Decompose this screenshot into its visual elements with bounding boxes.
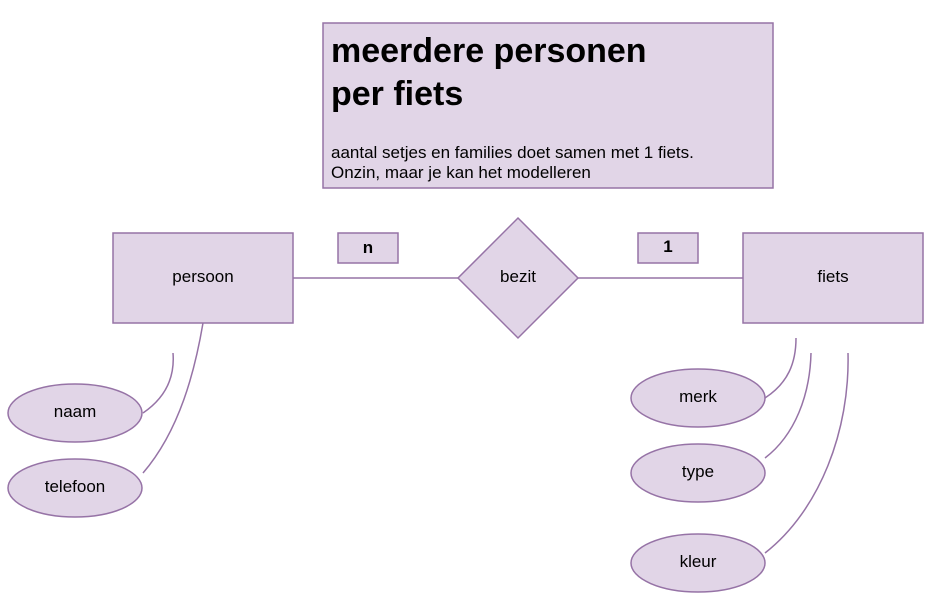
entity-persoon-label: persoon — [172, 267, 233, 286]
attribute-naam-label: naam — [54, 402, 97, 421]
attribute-type-label: type — [682, 462, 714, 481]
note-title-line-2: per fiets — [331, 75, 463, 113]
attribute-merk[interactable]: merk — [630, 368, 766, 428]
cardinality-left[interactable]: n — [337, 232, 399, 264]
relationship-bezit[interactable]: bezit — [456, 216, 580, 340]
note-body-line-1: aantal setjes en families doet samen met… — [331, 143, 694, 162]
attribute-naam[interactable]: naam — [7, 383, 143, 443]
attribute-merk-label: merk — [679, 387, 717, 406]
attribute-telefoon-label: telefoon — [45, 477, 106, 496]
relationship-bezit-shape — [456, 216, 580, 340]
note-box: meerdere personen per fiets aantal setje… — [322, 22, 774, 189]
attribute-naam-shape — [7, 383, 143, 443]
entity-fiets[interactable]: fiets — [742, 232, 924, 324]
edge-fiets-type — [764, 352, 812, 459]
entity-fiets-shape — [742, 232, 924, 324]
cardinality-right[interactable]: 1 — [637, 232, 699, 264]
note-title-line-1: meerdere personen — [331, 32, 647, 70]
attribute-kleur[interactable]: kleur — [630, 533, 766, 593]
attribute-kleur-shape — [630, 533, 766, 593]
edge-fiets-kleur — [764, 352, 849, 554]
entity-persoon-shape — [112, 232, 294, 324]
attribute-type-shape — [630, 443, 766, 503]
edge-fiets-merk — [764, 337, 797, 399]
note-box-shape — [322, 22, 774, 189]
attribute-merk-shape — [630, 368, 766, 428]
cardinality-right-box — [637, 232, 699, 264]
entity-persoon[interactable]: persoon — [112, 232, 294, 324]
edge-persoon-naam — [142, 352, 174, 414]
note-body-line-2: Onzin, maar je kan het modelleren — [331, 163, 591, 182]
entity-fiets-label: fiets — [817, 267, 848, 286]
attribute-telefoon-shape — [7, 458, 143, 518]
cardinality-left-label: n — [363, 238, 373, 257]
cardinality-left-box — [337, 232, 399, 264]
attribute-type[interactable]: type — [630, 443, 766, 503]
edge-persoon-telefoon — [142, 322, 204, 474]
attribute-telefoon[interactable]: telefoon — [7, 458, 143, 518]
relationship-bezit-label: bezit — [500, 267, 536, 286]
attribute-kleur-label: kleur — [680, 552, 717, 571]
cardinality-right-label: 1 — [663, 237, 672, 256]
